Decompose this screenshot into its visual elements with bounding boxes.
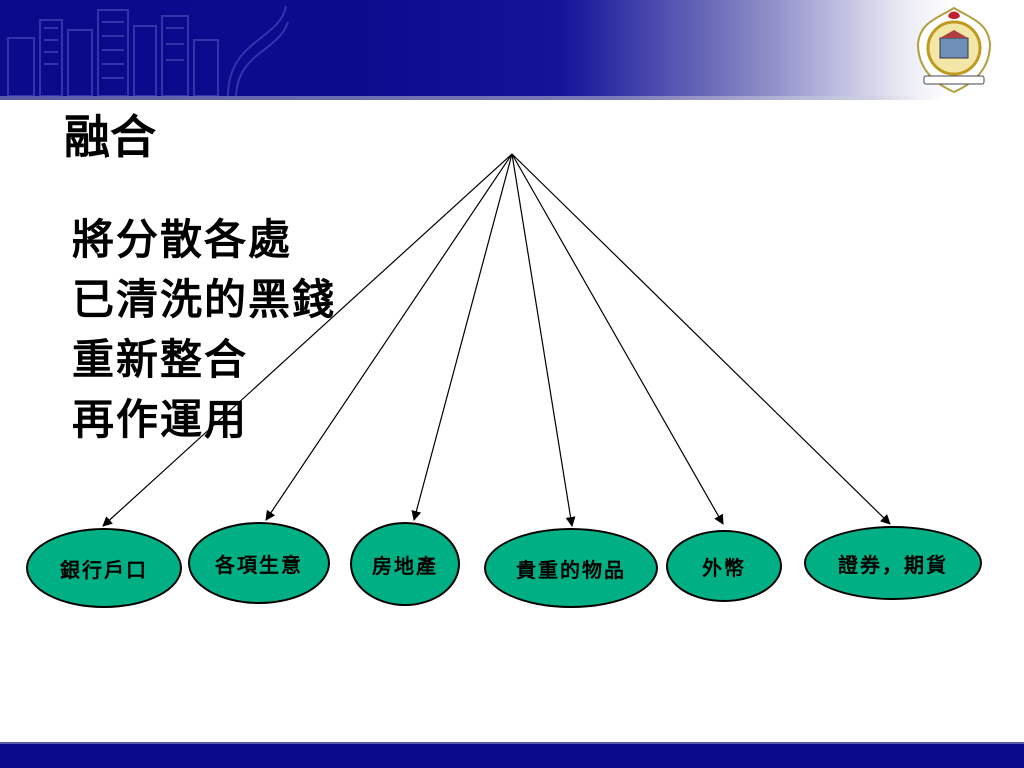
- header-stripe: [0, 96, 1024, 100]
- description-line: 已清洗的黑錢: [72, 275, 337, 324]
- slide-title: 融合: [64, 110, 156, 164]
- arrow-to-valuables: [511, 153, 576, 527]
- arrow-to-bank-account: [102, 153, 513, 527]
- node-label: 房地產: [372, 553, 438, 578]
- node-label: 證券，期貨: [838, 552, 948, 577]
- node-bank-account: 銀行戶口: [26, 528, 182, 608]
- arrow-to-foreign-currency: [511, 153, 724, 525]
- description-line: 將分散各處: [72, 215, 293, 264]
- node-real-estate: 房地產: [350, 522, 460, 606]
- node-label: 銀行戶口: [60, 557, 148, 582]
- node-label: 各項生意: [215, 552, 303, 577]
- node-businesses: 各項生意: [188, 522, 330, 604]
- arrow-to-real-estate: [411, 153, 513, 521]
- node-valuables: 貴重的物品: [484, 528, 658, 608]
- node-foreign-currency: 外幣: [666, 530, 782, 602]
- arrow-to-securities-futures: [511, 153, 891, 525]
- node-label: 貴重的物品: [516, 557, 626, 582]
- node-label: 外幣: [702, 555, 746, 580]
- header-banner: [0, 0, 1024, 100]
- police-emblem-logo: [916, 6, 992, 94]
- description-text: 將分散各處 已清洗的黑錢 重新整合 再作運用: [72, 210, 336, 450]
- description-line: 重新整合: [72, 335, 249, 384]
- description-line: 再作運用: [72, 395, 249, 444]
- node-securities-futures: 證券，期貨: [804, 526, 982, 600]
- arrow-to-businesses: [265, 153, 513, 521]
- footer-bar: [0, 742, 1024, 768]
- city-skyline-watermark: [7, 5, 289, 96]
